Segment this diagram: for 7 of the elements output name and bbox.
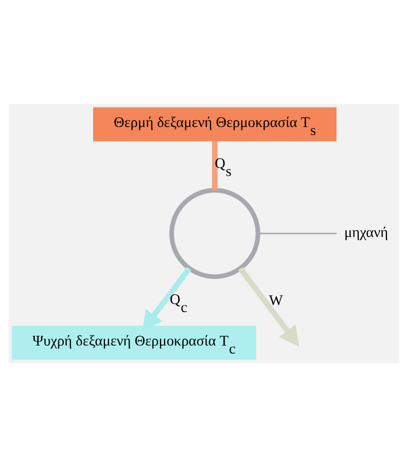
connector (212, 140, 218, 190)
arrow (142, 266, 192, 330)
node-circle (169, 188, 260, 278)
connector (258, 232, 337, 234)
node-text: μηχανή (344, 224, 388, 240)
arrow (238, 266, 300, 346)
edge-label: W (268, 292, 283, 308)
